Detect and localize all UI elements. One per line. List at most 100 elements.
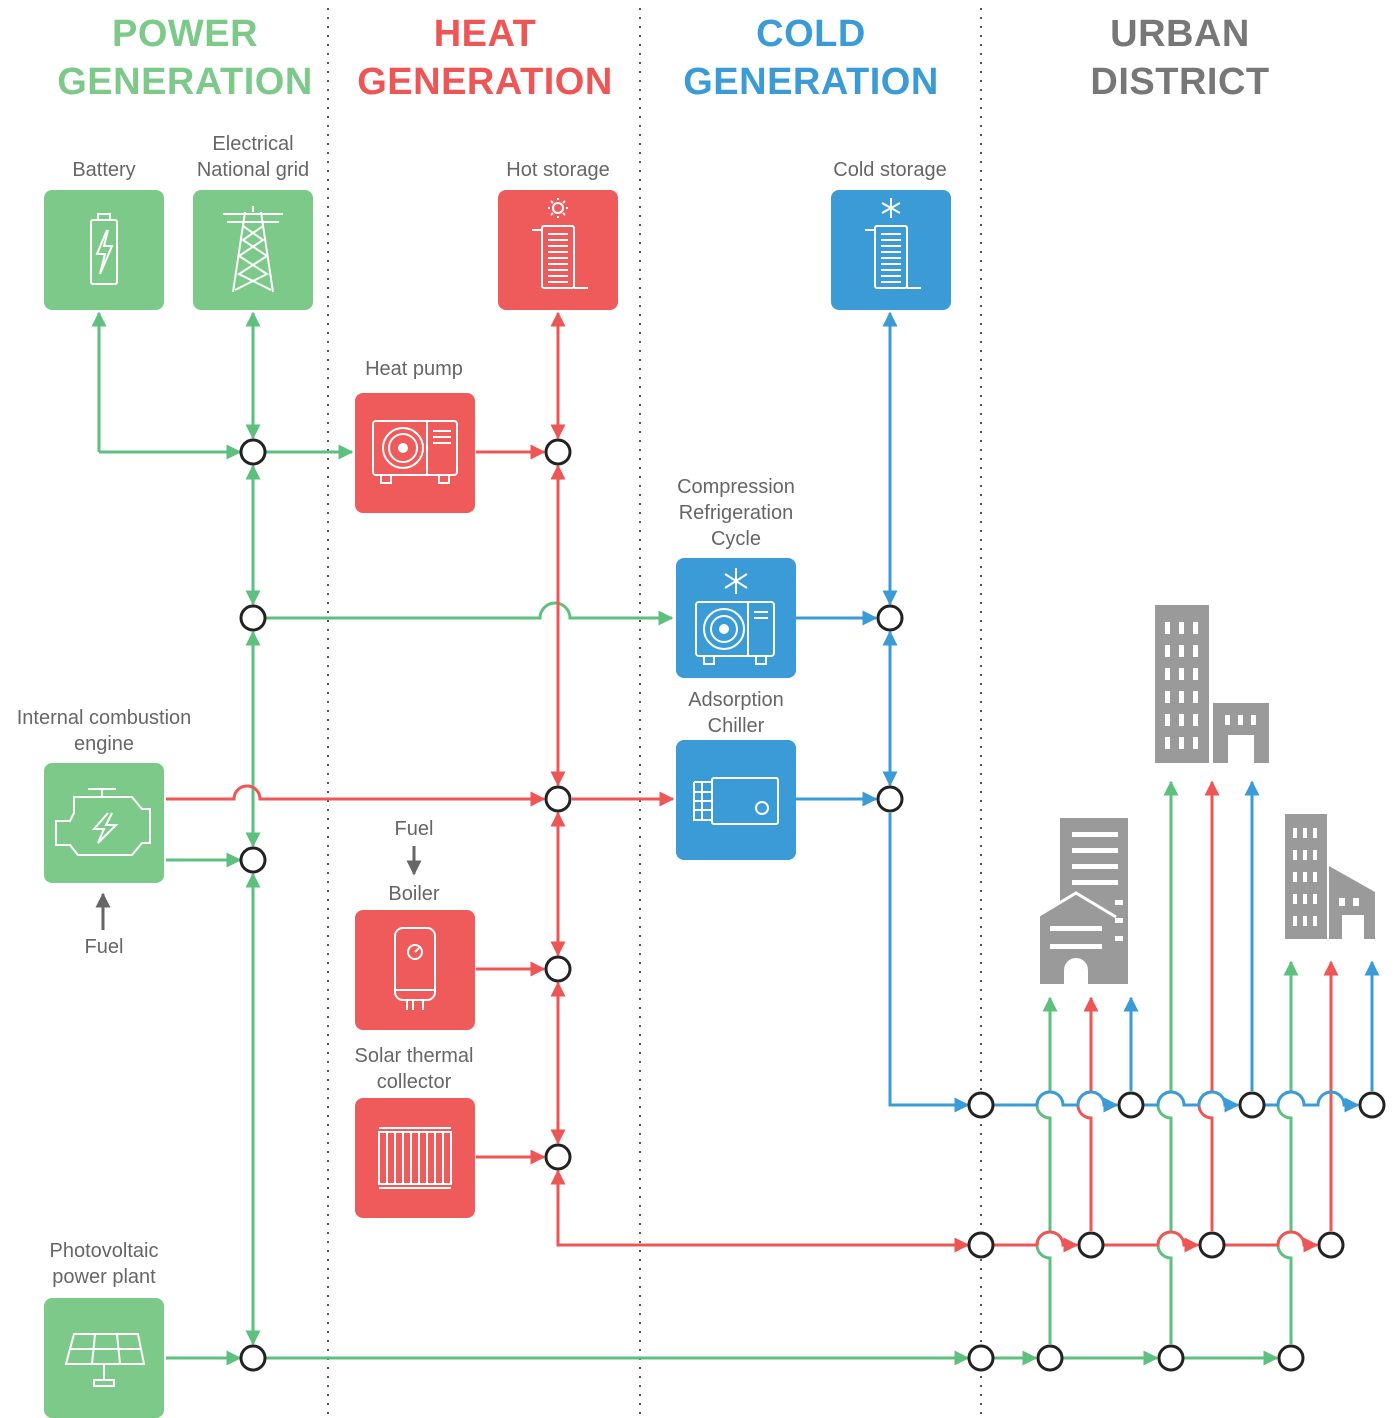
power-riser-2 [1156,780,1179,1344]
header-power-generation: POWER GENERATION [40,10,330,106]
junction-node [1157,1344,1185,1372]
heat-pump-box [355,393,475,513]
grid-box [193,190,313,310]
junction-node [544,1143,572,1171]
header-power-line2: GENERATION [57,61,313,103]
heat-pump-icon [372,420,458,484]
hot-storage-tank-icon [532,198,588,289]
junction-node [239,846,267,874]
compression-label-line3: Cycle [710,528,761,550]
fuel-arrows [95,846,422,930]
junction-node [1238,1091,1266,1119]
solar-thermal-box [355,1098,475,1218]
solar-thermal-collector-icon [378,1127,452,1189]
cold-main-line [888,813,970,1113]
compression-label: Compression Refrigeration Cycle [626,474,846,552]
junction-node [967,1231,995,1259]
column-dividers [327,8,982,1418]
heat-line-a [994,1230,1079,1253]
solar-thermal-label: Solar thermal collector [314,1043,514,1095]
solar-thermal-label-line2: collector [376,1071,452,1093]
building-mixed-icon [1285,814,1375,939]
junction-node [1317,1231,1345,1259]
hot-storage-box [498,190,618,310]
header-urban-district: URBAN DISTRICT [1040,10,1320,106]
heat-riser-2 [1197,780,1220,1231]
adsorption-label: Adsorption Chiller [636,687,836,739]
heat-riser-1 [1076,996,1099,1231]
heat-line-b [1104,1230,1200,1253]
building-house-icon [1035,818,1128,984]
battery-icon [90,213,118,285]
compression-label-line1: Compression [677,476,795,498]
adsorption-chiller-icon [693,777,779,825]
compression-chiller-icon [695,568,775,665]
junction-node [876,785,904,813]
node-to-compression [266,601,674,626]
grid-label-line1: Electrical [212,133,294,155]
transmission-tower-icon [223,206,283,293]
junction-node [1077,1231,1105,1259]
pv-label-line1: Photovoltaic [49,1240,159,1262]
junction-node [1277,1344,1305,1372]
power-riser-1 [1035,996,1058,1344]
cold-line-a [994,1090,1119,1113]
cold-line-c [1265,1090,1360,1113]
engine-label-line2: engine [73,733,135,755]
grid-label: Electrical National grid [163,131,343,183]
header-heat-line1: HEAT [433,13,537,55]
junction-nodes [239,438,1386,1372]
boiler-label: Boiler [388,883,440,905]
header-urban-line2: DISTRICT [1090,61,1270,103]
heat-main-line [550,1169,970,1253]
junction-node [876,604,904,632]
battery-label: Battery [72,159,136,181]
engine-fuel-label: Fuel [84,936,124,958]
header-heat-line2: GENERATION [357,61,613,103]
solar-panel-icon [64,1333,146,1387]
hot-storage-label: Hot storage [506,159,610,181]
engine-heat-line [166,784,546,807]
junction-node [1117,1091,1145,1119]
pv-box [44,1298,164,1418]
junction-node [544,785,572,813]
cold-storage-label: Cold storage [833,159,947,181]
cold-network [796,311,1380,1113]
electricity-network [91,311,1299,1366]
adsorption-label-line1: Adsorption [688,689,784,711]
junction-node [239,604,267,632]
engine-label-line1: Internal combustion [16,707,192,729]
engine-label: Internal combustion engine [0,705,208,757]
pv-label: Photovoltaic power plant [14,1238,194,1290]
header-power-line1: POWER [111,13,259,55]
boiler-icon [394,927,436,1010]
junction-node [544,438,572,466]
junction-node [239,1344,267,1372]
junction-node [1036,1344,1064,1372]
cold-storage-tank-icon [865,198,921,289]
boiler-fuel-label: Fuel [394,818,434,840]
header-heat-generation: HEAT GENERATION [340,10,630,106]
boiler-box [355,910,475,1030]
cold-line-b [1144,1090,1240,1113]
compression-label-line2: Refrigeration [678,502,794,524]
header-cold-line1: COLD [756,13,866,55]
junction-node [239,438,267,466]
heat-line-c [1225,1230,1319,1253]
junction-node [967,1091,995,1119]
pv-label-line2: power plant [52,1266,156,1288]
engine-icon [55,788,151,856]
junction-node [967,1344,995,1372]
compression-box [676,558,796,678]
header-urban-line1: URBAN [1110,13,1250,55]
junction-node [544,955,572,983]
battery-box [44,190,164,310]
grid-label-line2: National grid [196,159,310,181]
solar-thermal-label-line1: Solar thermal [354,1045,474,1067]
header-cold-generation: COLD GENERATION [666,10,956,106]
heat-pump-label: Heat pump [365,358,463,380]
building-tall-icon [1155,605,1269,763]
cold-storage-box [831,190,951,310]
adsorption-box [676,740,796,860]
